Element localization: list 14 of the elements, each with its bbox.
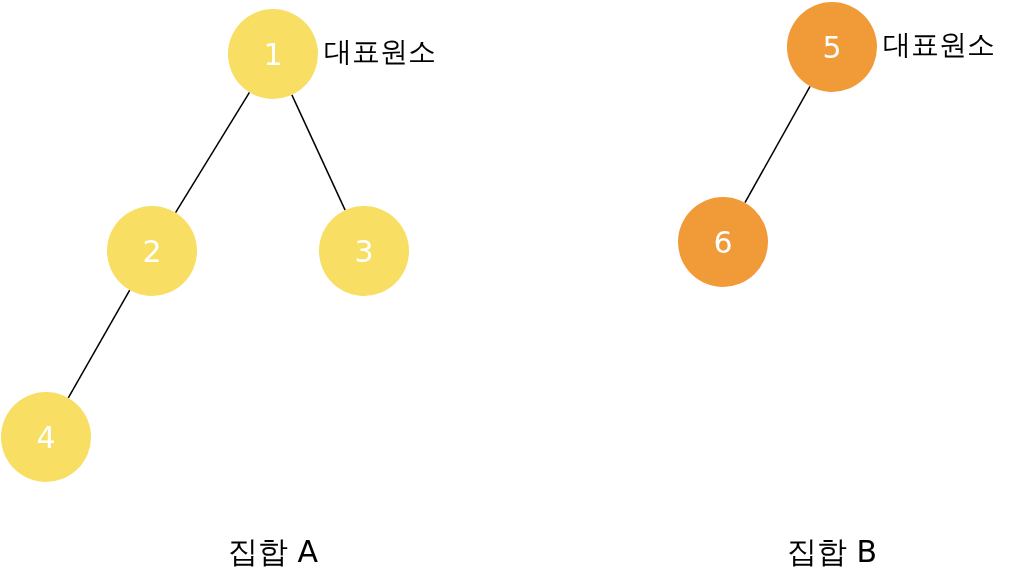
- connector-line: [291, 94, 346, 211]
- caption-label: 대표원소: [324, 38, 436, 66]
- number-circle: 1: [228, 9, 318, 99]
- connector-line: [174, 91, 251, 214]
- set-label: 집합 B: [786, 537, 878, 567]
- number-circle: 3: [319, 206, 409, 296]
- number-circle: 4: [1, 392, 91, 482]
- number-circle: 6: [678, 197, 768, 287]
- caption-label: 대표원소: [883, 31, 995, 59]
- connector-line: [67, 289, 131, 399]
- set-label: 집합 A: [227, 537, 319, 567]
- number-circle: 2: [107, 206, 197, 296]
- connector-line: [744, 85, 811, 204]
- number-circle: 5: [787, 2, 877, 92]
